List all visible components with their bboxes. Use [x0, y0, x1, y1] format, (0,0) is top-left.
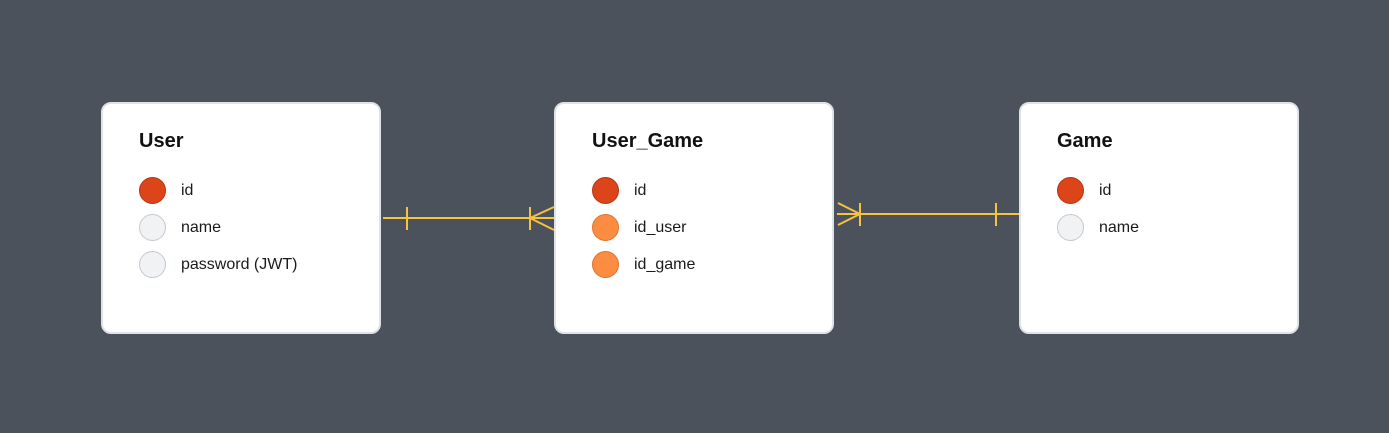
attribute-icon — [1057, 214, 1084, 241]
field-label: id_game — [634, 255, 696, 273]
attribute-icon — [139, 251, 166, 278]
field-label: password (JWT) — [181, 255, 298, 273]
crows-foot-upper — [529, 206, 555, 219]
field-label: id_user — [634, 218, 687, 236]
entity-title: User — [139, 130, 184, 152]
field-row[interactable]: password (JWT) — [139, 250, 297, 279]
field-row[interactable]: id — [1057, 176, 1139, 205]
field-row[interactable]: id_game — [592, 250, 695, 279]
field-label: name — [181, 218, 222, 236]
entity-card-user[interactable]: User id name password (JWT) — [101, 102, 381, 334]
field-row[interactable]: id_user — [592, 213, 695, 242]
crows-foot-lower — [529, 217, 555, 231]
field-row[interactable]: id — [592, 176, 695, 205]
field-label: id — [1099, 181, 1112, 199]
entity-title: User_Game — [592, 130, 704, 152]
field-list: id id_user id_game — [592, 176, 695, 287]
relationship-user-game-to-game[interactable] — [837, 202, 1019, 226]
relationship-user-to-user-game[interactable] — [383, 206, 555, 231]
field-list: id name password (JWT) — [139, 176, 297, 287]
foreign-key-icon — [592, 251, 619, 278]
entity-title: Game — [1057, 130, 1113, 152]
foreign-key-icon — [592, 214, 619, 241]
field-row[interactable]: name — [1057, 213, 1139, 242]
field-label: id — [181, 181, 194, 199]
field-label: id — [634, 181, 647, 199]
attribute-icon — [139, 214, 166, 241]
field-row[interactable]: name — [139, 213, 297, 242]
field-row[interactable]: id — [139, 176, 297, 205]
crows-foot-upper — [837, 202, 861, 215]
crows-foot-lower — [837, 213, 861, 226]
entity-card-user-game[interactable]: User_Game id id_user id_game — [554, 102, 834, 334]
primary-key-icon — [1057, 177, 1084, 204]
field-list: id name — [1057, 176, 1139, 250]
primary-key-icon — [139, 177, 166, 204]
entity-card-game[interactable]: Game id name — [1019, 102, 1299, 334]
field-label: name — [1099, 218, 1140, 236]
primary-key-icon — [592, 177, 619, 204]
